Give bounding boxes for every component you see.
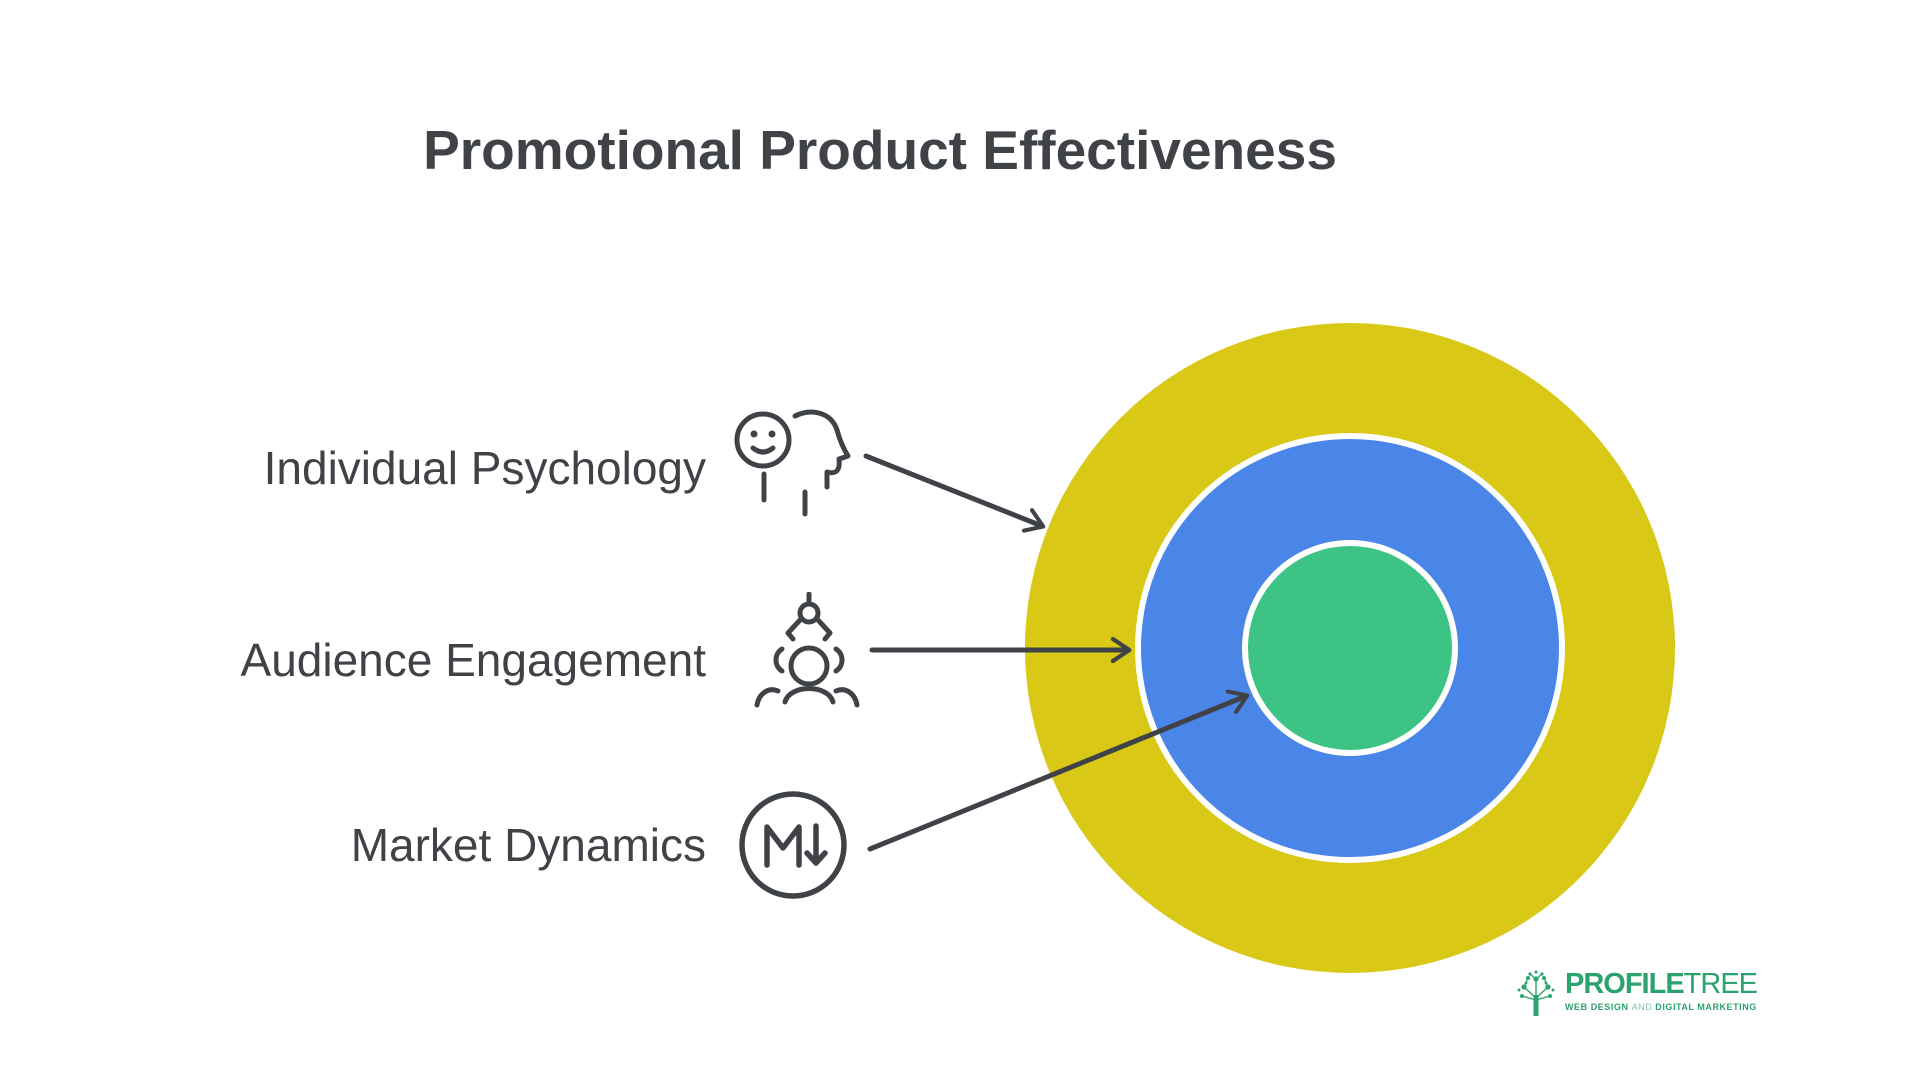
item-label-audience-engagement: Audience Engagement <box>240 634 706 686</box>
brand-tagline: WEB DESIGN AND DIGITAL MARKETING <box>1565 1002 1757 1012</box>
arrow-to-inner-ring <box>867 689 1250 852</box>
market-trend-icon <box>737 789 849 906</box>
page-title: Promotional Product Effectiveness <box>423 119 1337 181</box>
tree-icon <box>1516 970 1556 1025</box>
brand-name: PROFILETREE <box>1565 968 1758 1000</box>
item-label-individual-psychology: Individual Psychology <box>263 442 706 494</box>
ring-inner <box>1242 540 1458 756</box>
audience-icon <box>752 591 862 735</box>
profiletree-logo: PROFILETREE WEB DESIGN AND DIGITAL MARKE… <box>1516 968 1758 1025</box>
item-label-market-dynamics: Market Dynamics <box>350 819 706 871</box>
arrow-to-outer-ring <box>863 453 1046 533</box>
psychology-head-icon <box>733 408 861 535</box>
